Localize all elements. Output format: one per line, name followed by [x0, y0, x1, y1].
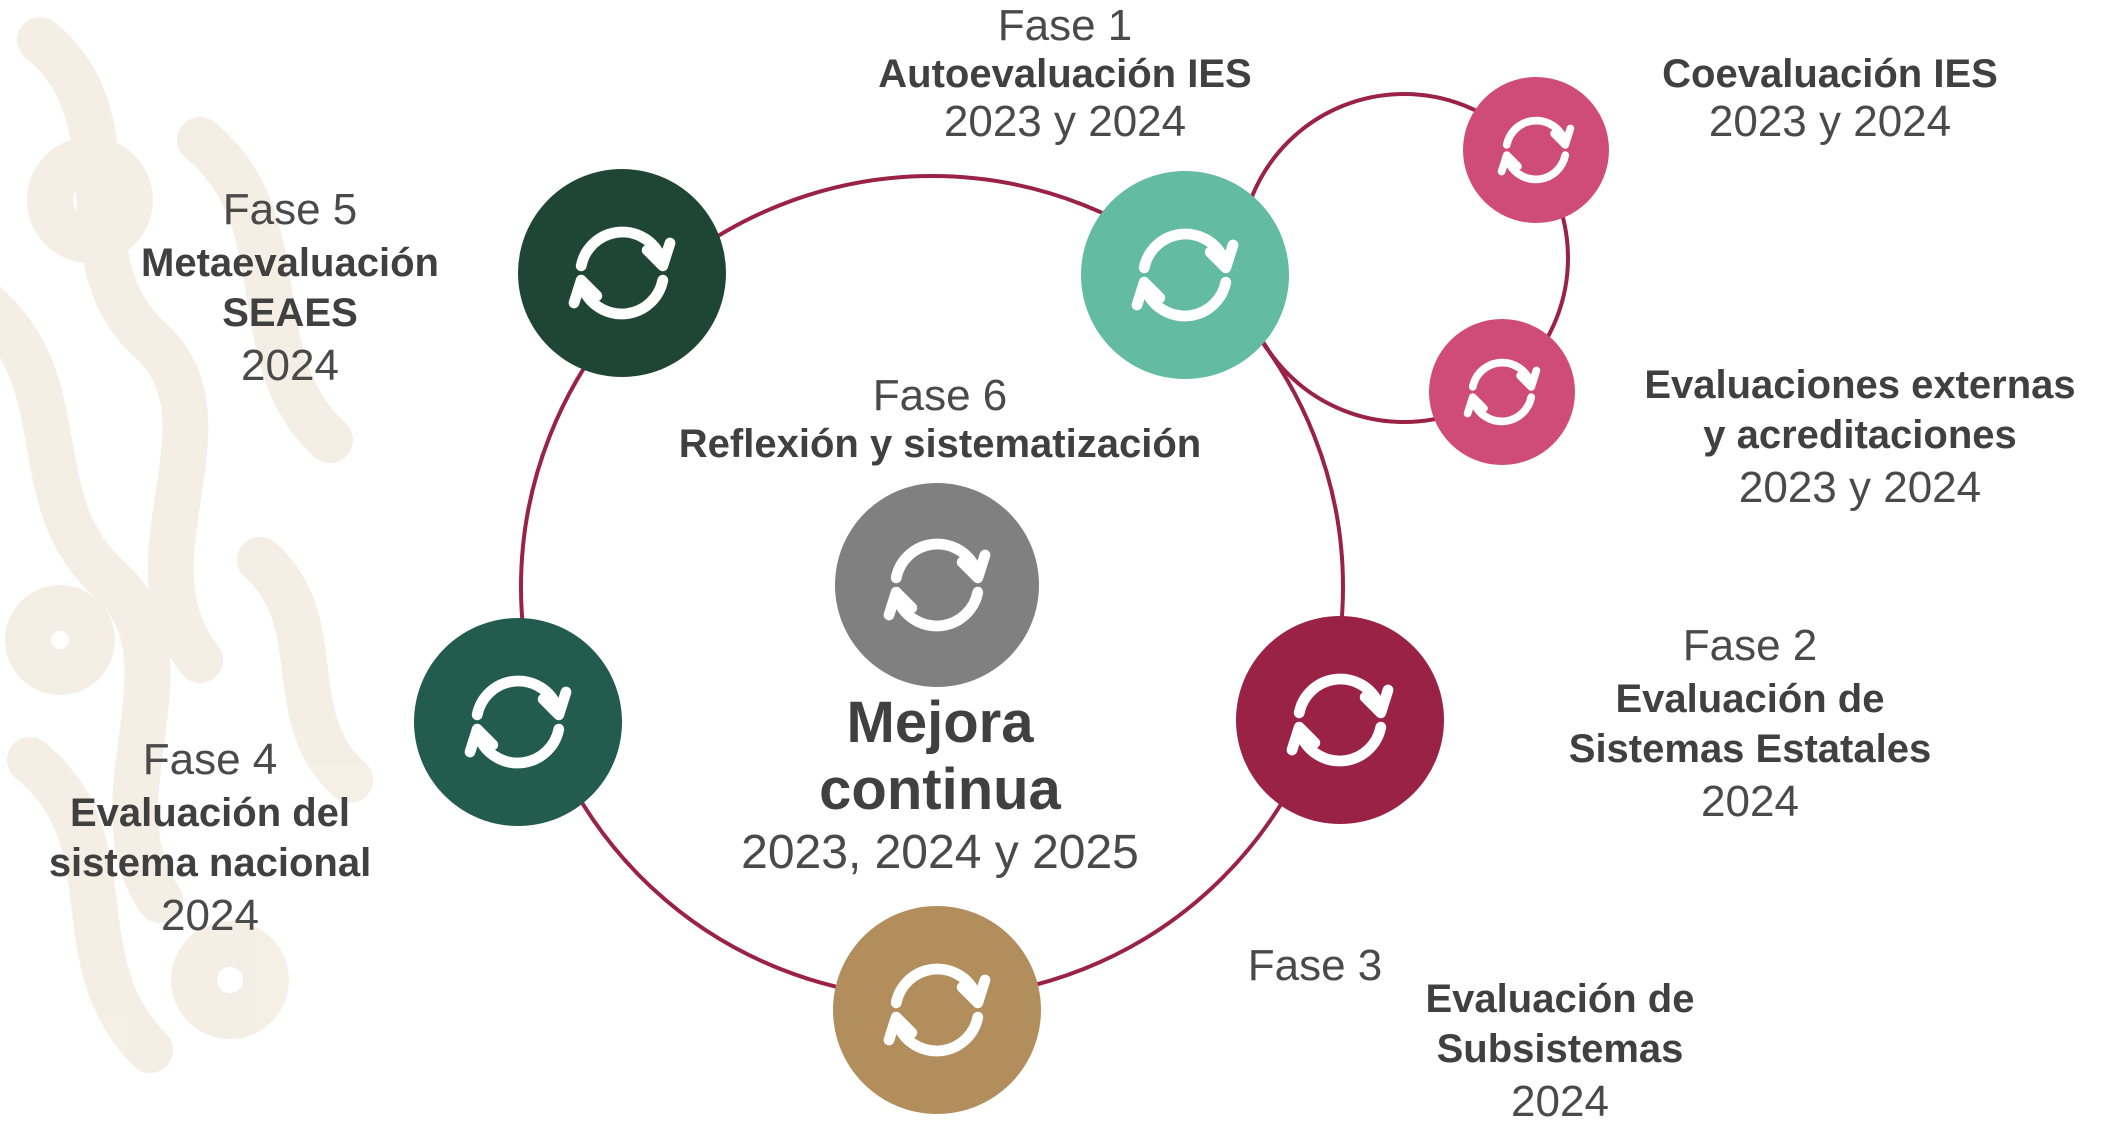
- phase-years: 2023 y 2024: [1708, 97, 1952, 146]
- phase-years: 2024: [1701, 777, 1799, 826]
- label-fase4: Fase 4 Evaluación del sistema nacional 2…: [0, 738, 420, 938]
- phase-number: Fase 5: [222, 185, 358, 234]
- node-evaluaciones-externas: [1429, 319, 1575, 465]
- label-fase5: Fase 5 Metaevaluación SEAES 2024: [90, 188, 490, 388]
- node-fase1: [1081, 171, 1289, 379]
- label-mejora-continua: Mejora continua 2023, 2024 y 2025: [620, 690, 1260, 877]
- phase-number: Fase 1: [997, 1, 1133, 50]
- phase-years: 2023 y 2024: [1738, 463, 1982, 512]
- phase-title: Evaluación de Sistemas Estatales: [1568, 677, 1932, 771]
- node-fase4: [414, 618, 622, 826]
- phase-title: Autoevaluación IES: [878, 52, 1252, 96]
- label-coevaluacion: Coevaluación IES 2023 y 2024: [1610, 54, 2050, 144]
- background-pattern: [0, 17, 373, 1073]
- label-fase3-number: Fase 3: [1230, 944, 1400, 988]
- phase-years: 2024: [161, 891, 259, 940]
- phase-number: Fase 2: [1682, 621, 1818, 670]
- main-title: Mejora continua: [819, 690, 1061, 822]
- phase-title: Evaluación del sistema nacional: [48, 791, 372, 885]
- label-fase3: Evaluación de Subsistemas 2024: [1360, 974, 1760, 1124]
- phase-title: Coevaluación IES: [1662, 52, 1998, 96]
- phase-years: 2024: [241, 341, 339, 390]
- phase-number: Fase 4: [142, 735, 278, 784]
- phase-years: 2024: [1511, 1077, 1609, 1126]
- phase-title: Reflexión y sistematización: [678, 422, 1202, 466]
- label-fase1: Fase 1 Autoevaluación IES 2023 y 2024: [845, 4, 1285, 144]
- node-fase5: [518, 169, 726, 377]
- node-fase2: [1236, 616, 1444, 824]
- node-fase3: [833, 906, 1041, 1114]
- label-evaluaciones-externas: Evaluaciones externas y acreditaciones 2…: [1600, 360, 2120, 510]
- phase-title: Metaevaluación SEAES: [141, 241, 439, 335]
- node-coevaluacion: [1463, 77, 1609, 223]
- phase-title: Evaluación de Subsistemas: [1425, 977, 1695, 1071]
- phase-years: 2023 y 2024: [943, 97, 1187, 146]
- phase-title: Evaluaciones externas y acreditaciones: [1644, 363, 2076, 457]
- phase-number: Fase 6: [872, 371, 1008, 420]
- label-fase2: Fase 2 Evaluación de Sistemas Estatales …: [1520, 624, 1980, 824]
- phase-number: Fase 3: [1247, 941, 1383, 990]
- label-fase6: Fase 6 Reflexión y sistematización: [610, 371, 1270, 466]
- node-fase6: [835, 483, 1039, 687]
- main-years: 2023, 2024 y 2025: [741, 826, 1139, 880]
